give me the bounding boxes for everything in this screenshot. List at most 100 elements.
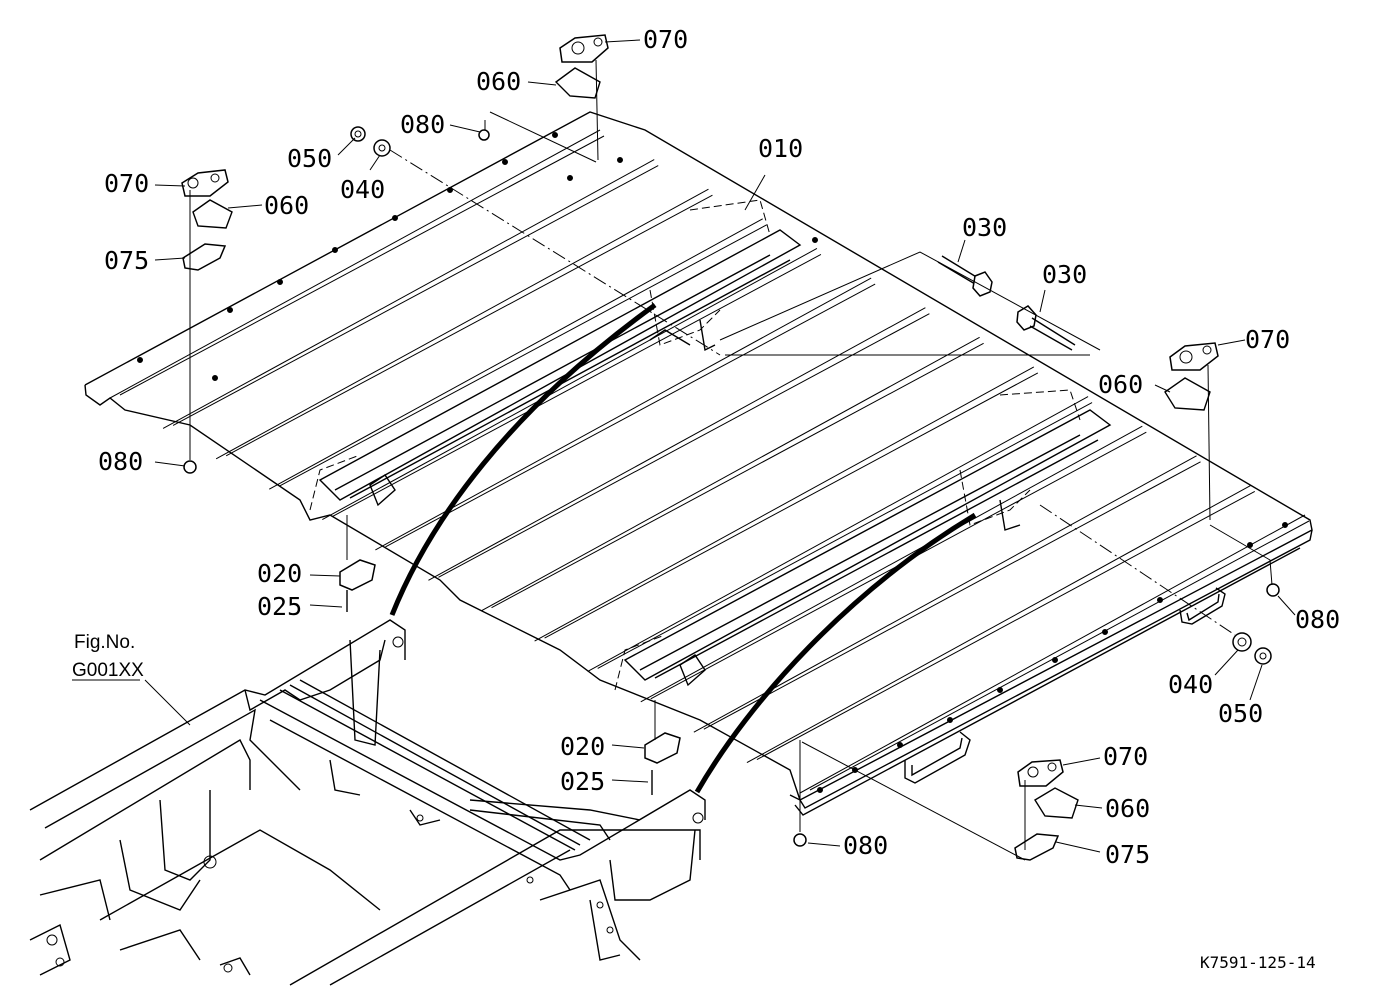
- nut-080-left: [183, 460, 197, 474]
- leader-lines: [144, 39, 1296, 853]
- panel-hole: [897, 742, 903, 748]
- dring-060-left: [192, 199, 233, 229]
- panel-hole: [502, 159, 508, 165]
- panel-rib-line: [278, 224, 767, 487]
- bracket-070-top: [559, 34, 609, 63]
- bolt-030-upper: [937, 255, 993, 297]
- seat-rail-left: [309, 199, 802, 511]
- drawing-code: K7591-125-14: [1200, 953, 1316, 972]
- callout-label: 070: [1103, 742, 1148, 771]
- callout-label: 060: [476, 67, 521, 96]
- panel-rib-line: [332, 254, 822, 517]
- plate-075-bottom: [1014, 833, 1060, 861]
- panel-rib-line: [172, 165, 659, 426]
- nut-050-top: [350, 126, 366, 142]
- nut-080-right: [1266, 583, 1280, 597]
- panel-hole: [227, 307, 233, 313]
- panel-rib-line: [746, 484, 1252, 764]
- panel-rib-line: [809, 520, 1310, 791]
- panel-rib-line: [268, 218, 763, 490]
- callout-label: 020: [257, 559, 302, 588]
- callout-label: 070: [104, 169, 149, 198]
- dring-060-bottom: [1034, 787, 1079, 819]
- bracket-070-right: [1169, 342, 1219, 371]
- panel-hole: [392, 215, 398, 221]
- dring-060-right: [1164, 377, 1211, 411]
- callouts: 070 060 080 010 050 040 070 060 075 030 …: [72, 25, 1340, 972]
- panel-rib-line: [587, 396, 1089, 672]
- callout-label: 010: [758, 134, 803, 163]
- panel-rib-line: [756, 490, 1256, 761]
- callout-label: 030: [1042, 260, 1087, 289]
- callout-label: 040: [1168, 670, 1213, 699]
- panel-rib-line: [640, 425, 1143, 703]
- panel-hole: [1157, 597, 1163, 603]
- panel-rib-line: [428, 307, 926, 581]
- panel-rib-line: [534, 366, 1035, 642]
- panel-rib-line: [109, 129, 601, 399]
- panel-rib-line: [215, 188, 709, 460]
- callout-label: 050: [287, 144, 332, 173]
- callout-label: 075: [1105, 840, 1150, 869]
- callout-label: 060: [264, 191, 309, 220]
- callout-label: 060: [1098, 370, 1143, 399]
- bracket-070-bottom: [1017, 759, 1064, 787]
- cable-band-left: [389, 302, 657, 616]
- callout-label: 080: [1295, 605, 1340, 634]
- reference-line-2: G001XX: [72, 660, 144, 681]
- callout-label: 050: [1218, 699, 1263, 728]
- panel-hole: [817, 787, 823, 793]
- panel-rib-line: [322, 248, 818, 520]
- cable-band-right: [694, 512, 977, 794]
- panel-hole: [617, 157, 623, 163]
- callout-label: 070: [1245, 325, 1290, 354]
- callout-label: 025: [257, 592, 302, 621]
- spacer-020-left: [339, 559, 376, 591]
- seat-rail-right: [614, 389, 1112, 691]
- panel-hole: [212, 375, 218, 381]
- panel-hole: [277, 279, 283, 285]
- nut-080-bottom: [793, 833, 807, 847]
- panel-rib-line: [597, 402, 1093, 669]
- panel-hole: [447, 187, 453, 193]
- callout-label: 075: [104, 246, 149, 275]
- panel-hole: [1052, 657, 1058, 663]
- panel-rib-line: [799, 514, 1306, 794]
- callout-label: 020: [560, 732, 605, 761]
- panel-hole: [997, 687, 1003, 693]
- callout-label: 080: [98, 447, 143, 476]
- panel-rib-line: [385, 283, 876, 548]
- callout-label: 060: [1105, 794, 1150, 823]
- callout-label: 080: [843, 831, 888, 860]
- panel-hole: [1282, 522, 1288, 528]
- reference-line-1: Fig.No.: [74, 632, 135, 653]
- panel-rib-line: [438, 313, 930, 578]
- panel-rib-line: [375, 277, 872, 551]
- bolt-030-lower: [1016, 305, 1076, 351]
- panel-rib-line: [703, 461, 1201, 730]
- floor-panel: [84, 111, 1313, 816]
- panel-rib-line: [162, 159, 655, 429]
- panel-rib-line: [544, 372, 1039, 639]
- panel-rib-line: [119, 135, 605, 396]
- chassis-frame: [29, 619, 706, 986]
- panel-hole: [1102, 629, 1108, 635]
- callout-label: 025: [560, 767, 605, 796]
- spacer-020-right: [644, 732, 681, 764]
- bracket-070-left: [181, 169, 229, 197]
- callout-label: 070: [643, 25, 688, 54]
- panel-hole: [812, 237, 818, 243]
- panel-rib-line: [693, 455, 1197, 733]
- callout-label: 080: [400, 110, 445, 139]
- nut-050-right: [1254, 647, 1272, 665]
- panel-hole: [567, 175, 573, 181]
- panel-hole: [137, 357, 143, 363]
- panel-hole: [947, 717, 953, 723]
- panel-hole: [332, 247, 338, 253]
- panel-hole: [1247, 542, 1253, 548]
- nut-080-top: [478, 129, 490, 141]
- callout-label: 030: [962, 213, 1007, 242]
- panel-rib-line: [225, 194, 713, 457]
- dring-060-top: [554, 67, 601, 99]
